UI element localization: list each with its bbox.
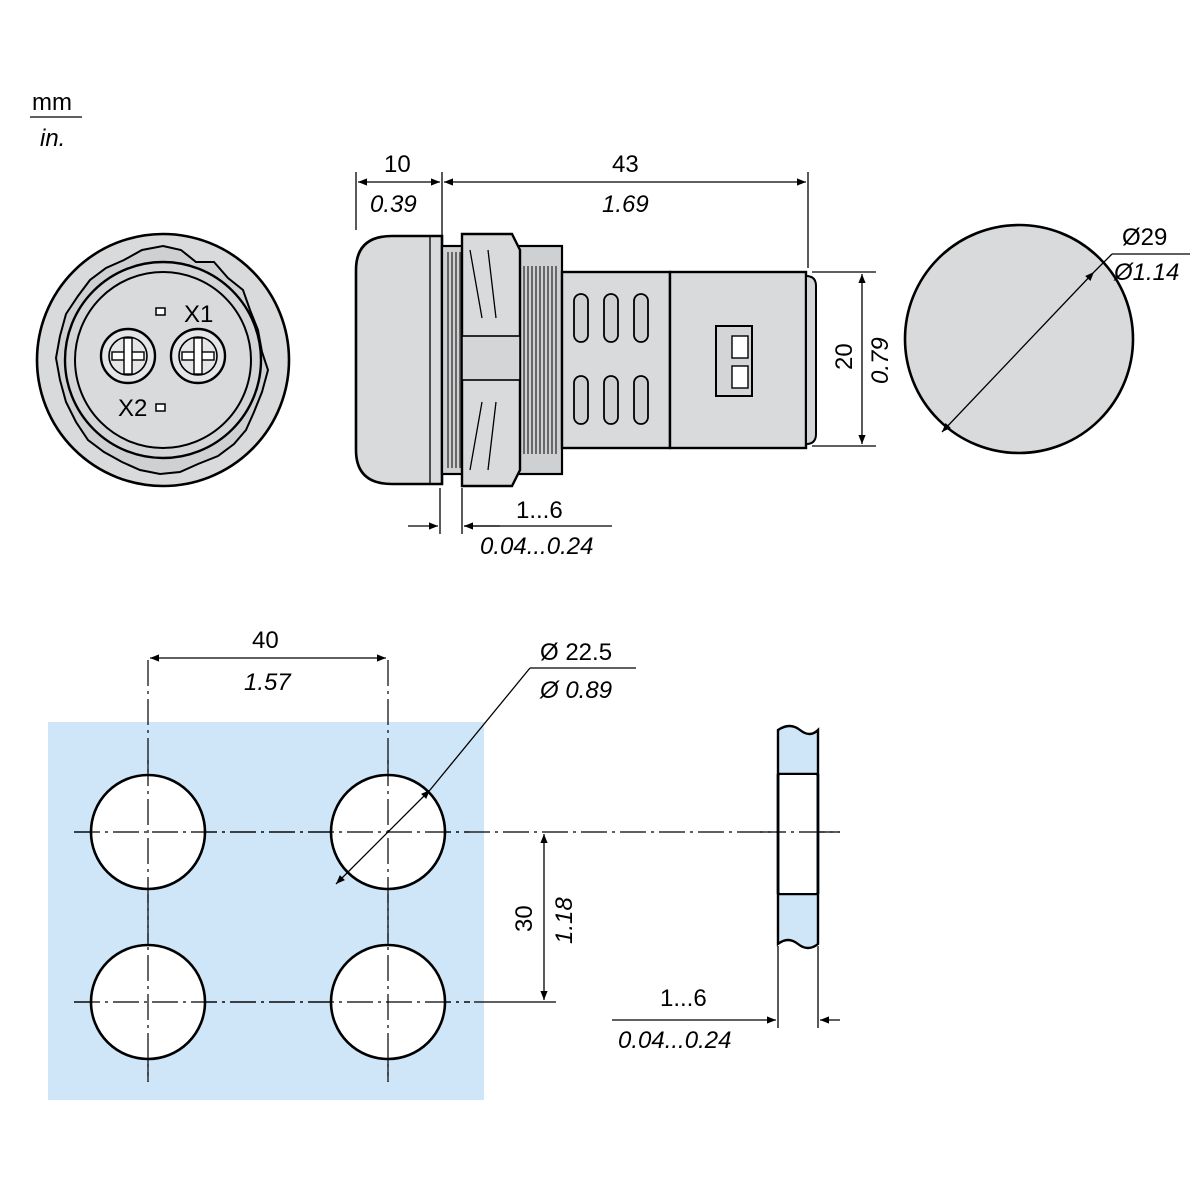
terminal-x2-label: X2 — [118, 395, 147, 422]
dim-hole-spacing-v-mm: 30 — [511, 905, 538, 932]
terminal-x1-label: X1 — [184, 301, 213, 328]
dim-bezel-depth-in: 0.39 — [370, 191, 417, 218]
panel-section — [760, 724, 840, 950]
terminal-screw-2 — [169, 327, 227, 385]
dim-hole-spacing-v-in: 1.18 — [551, 897, 578, 944]
dim-body-height-mm: 20 — [831, 343, 858, 370]
dim-body-length-mm: 43 — [612, 151, 639, 178]
dim-panel-thickness-2-in: 0.04...0.24 — [618, 1027, 731, 1054]
dim-bezel-diameter-in: Ø1.14 — [1113, 259, 1179, 286]
panel-cutout: 40 1.57 Ø 22.5 Ø 0.89 30 1.18 1...6 0.04… — [48, 627, 840, 1100]
dim-hole-spacing-h-mm: 40 — [252, 627, 279, 654]
unit-imperial: in. — [40, 125, 65, 152]
dim-panel-thickness-2-mm: 1...6 — [660, 985, 707, 1012]
side-view: 10 0.39 43 1.69 20 0.79 1...6 0.04...0.2… — [354, 151, 894, 560]
dim-panel-thickness-in: 0.04...0.24 — [480, 533, 593, 560]
dim-body-length-in: 1.69 — [602, 191, 649, 218]
front-view: Ø29 Ø1.14 — [903, 223, 1190, 455]
dim-bezel-depth-mm: 10 — [384, 151, 411, 178]
dim-hole-diameter-mm: Ø 22.5 — [540, 639, 612, 666]
terminal-screw-1 — [99, 327, 157, 385]
units-legend: mm in. — [30, 89, 82, 152]
dim-bezel-diameter-mm: Ø29 — [1122, 224, 1167, 251]
unit-metric: mm — [32, 89, 72, 116]
dim-hole-spacing-h-in: 1.57 — [244, 669, 292, 696]
dim-hole-diameter-in: Ø 0.89 — [539, 677, 612, 704]
rear-view: X1 X2 — [35, 232, 291, 488]
dim-body-height-in: 0.79 — [867, 337, 894, 384]
dim-panel-thickness-mm: 1...6 — [516, 497, 563, 524]
